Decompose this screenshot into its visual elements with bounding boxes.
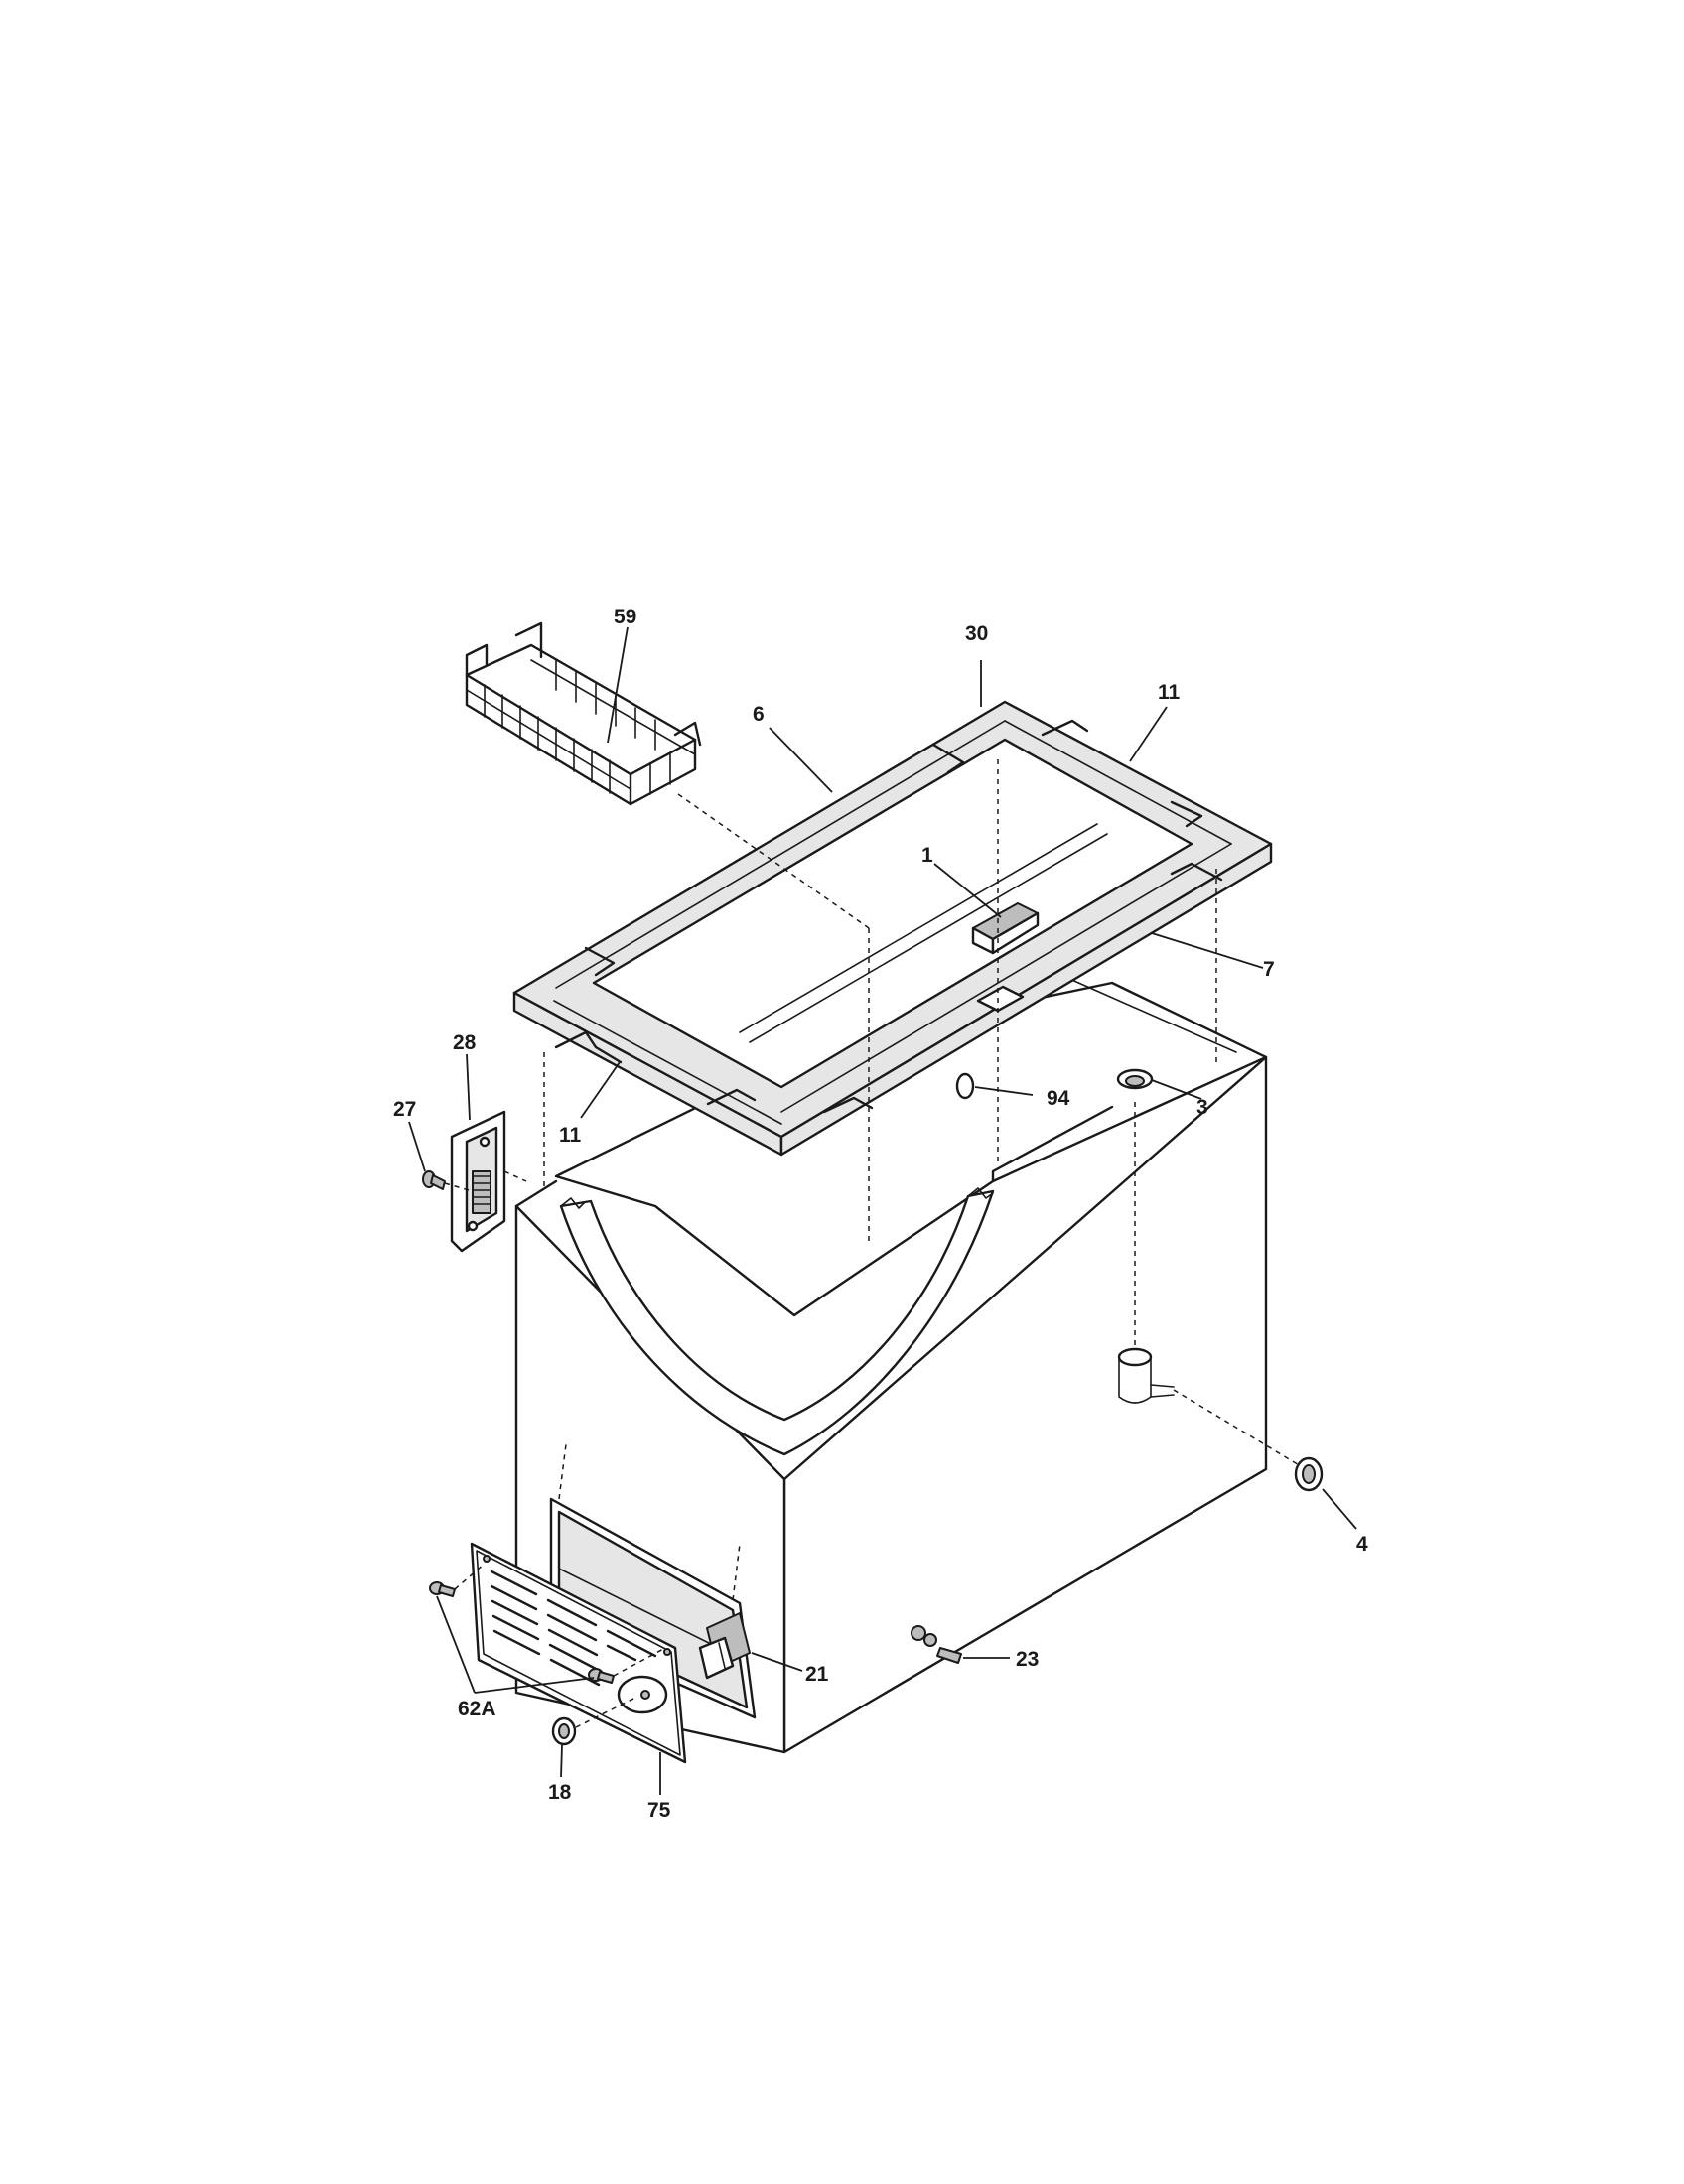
part-18-plug <box>551 1716 577 1746</box>
label-part-23: 23 <box>1016 1648 1039 1671</box>
label-part-27: 27 <box>393 1098 416 1121</box>
label-part-6: 6 <box>753 703 765 726</box>
label-part-11-left: 11 <box>559 1124 582 1147</box>
part-1-graphic <box>971 902 1040 955</box>
part-4-plug <box>1294 1456 1324 1492</box>
grille-slots <box>490 1570 657 1687</box>
label-part-30: 30 <box>965 622 988 645</box>
part-75-grille <box>470 1542 687 1764</box>
part-23-graphic <box>911 1625 962 1664</box>
label-part-1: 1 <box>921 844 933 867</box>
label-part-11-top: 11 <box>1158 681 1181 704</box>
label-part-18: 18 <box>548 1781 572 1804</box>
leader-lines <box>408 626 1357 1795</box>
part-59-basket <box>465 621 702 806</box>
lid-gasket-frame <box>512 700 1273 1157</box>
part-28-hinge <box>450 1110 506 1253</box>
part-27-screw <box>422 1170 446 1190</box>
label-part-59: 59 <box>614 606 636 628</box>
label-part-4: 4 <box>1356 1533 1368 1556</box>
gasket-corner-segments <box>554 719 1223 1114</box>
label-part-28: 28 <box>453 1031 477 1054</box>
label-part-7: 7 <box>1263 958 1275 981</box>
part-21-graphic <box>698 1612 751 1680</box>
assembly-guide-lines <box>454 759 1217 1728</box>
label-part-21: 21 <box>805 1663 829 1686</box>
freezer-cabinet <box>514 977 1307 1754</box>
part-labels: 59 30 6 11 1 7 28 27 11 94 3 4 21 23 62A… <box>393 606 1368 1822</box>
label-part-3: 3 <box>1196 1096 1208 1119</box>
label-part-75: 75 <box>647 1799 671 1822</box>
label-part-62A: 62A <box>458 1698 496 1720</box>
label-part-94: 94 <box>1047 1087 1070 1110</box>
